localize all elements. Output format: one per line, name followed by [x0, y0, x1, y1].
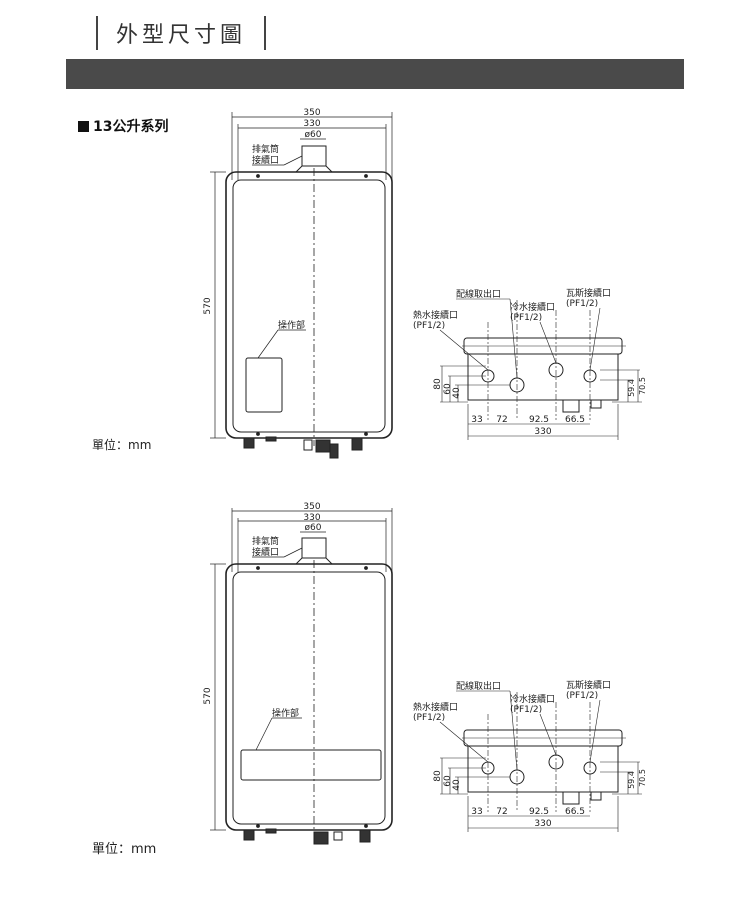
square-bullet-icon	[78, 120, 89, 132]
bottom-view-top: 配線取出口 瓦斯接續口 (PF1/2) 冷水接續口 (PF1/2) 熱水接續口 …	[413, 287, 647, 440]
hot-label-line1-2: 熱水接續口	[413, 701, 458, 713]
hot-label-line2-2: (PF1/2)	[413, 713, 445, 723]
dim-60-2: 60	[443, 775, 453, 787]
dim-92-5-2: 92.5	[529, 807, 549, 817]
dim-66-5-2: 66.5	[565, 807, 585, 817]
front-view-top: 350 330 ø60 排氣筒 接續口 570 操作部	[203, 108, 393, 459]
gas-label-line2-2: (PF1/2)	[566, 691, 598, 701]
cold-label-line1: 冷水接續口	[510, 301, 555, 313]
dim-92-5: 92.5	[529, 415, 549, 425]
title-divider-left	[96, 16, 98, 50]
dim-33: 33	[471, 415, 482, 425]
dim-330-2: 330	[534, 819, 551, 829]
hot-label-line1: 熱水接續口	[413, 309, 458, 321]
gas-label-line1-2: 瓦斯接續口	[566, 679, 611, 691]
dim-80-2: 80	[433, 770, 443, 782]
control-panel-2	[240, 749, 382, 781]
wiring-label: 配線取出口	[456, 288, 501, 300]
unit-label-bottom: 單位：mm	[92, 842, 157, 857]
cold-label-line2: (PF1/2)	[510, 313, 542, 323]
title-divider-right	[264, 16, 267, 50]
control-label-2: 操作部	[272, 707, 299, 719]
dim-height: 570	[203, 297, 213, 314]
dim-40-2: 40	[452, 779, 462, 791]
dim-70-5-2: 70.5	[638, 769, 647, 787]
cold-label-line1-2: 冷水接續口	[510, 693, 555, 705]
control-label: 操作部	[278, 319, 305, 331]
dim-40: 40	[452, 387, 462, 399]
flue-label-line2-2: 接續口	[252, 546, 279, 558]
dim-width-inner-2: 330	[303, 513, 320, 523]
header-banner	[66, 59, 684, 89]
dim-flue-diameter-2: ø60	[305, 523, 322, 533]
dim-height-2: 570	[203, 687, 213, 704]
dim-33-2: 33	[471, 807, 482, 817]
dim-59-4-2: 59.4	[627, 771, 636, 789]
page-title: 外型尺寸圖	[116, 23, 247, 48]
dim-72-2: 72	[496, 807, 507, 817]
dim-width-outer-2: 350	[303, 502, 320, 512]
bottom-view-bottom: 配線取出口 瓦斯接續口 (PF1/2) 冷水接續口 (PF1/2) 熱水接續口 …	[413, 679, 647, 832]
title-block: 外型尺寸圖	[96, 14, 267, 52]
unit-label-top: 單位：mm	[92, 438, 152, 452]
dim-flue-diameter: ø60	[305, 130, 322, 140]
flue-label-line1: 排氣筒	[252, 143, 279, 155]
dim-330: 330	[534, 427, 551, 437]
series-heading: 13公升系列	[78, 116, 168, 136]
dim-80: 80	[433, 378, 443, 390]
dim-width-outer: 350	[303, 108, 320, 118]
series-label: 13公升系列	[93, 119, 169, 135]
hot-label-line2: (PF1/2)	[413, 321, 445, 331]
gas-label-line2: (PF1/2)	[566, 299, 598, 309]
dim-70-5: 70.5	[638, 377, 647, 395]
dim-66-5: 66.5	[565, 415, 585, 425]
dim-72: 72	[496, 415, 507, 425]
control-panel	[245, 357, 283, 413]
dim-width-inner: 330	[303, 119, 320, 129]
cold-label-line2-2: (PF1/2)	[510, 705, 542, 715]
dim-60: 60	[443, 383, 453, 395]
gas-label-line1: 瓦斯接續口	[566, 287, 611, 299]
dim-59-4: 59.4	[627, 379, 636, 397]
front-view-bottom: 350 330 ø60 排氣筒 接續口 570 操作部	[203, 502, 393, 845]
flue-label-line1-2: 排氣筒	[252, 535, 279, 547]
wiring-label-2: 配線取出口	[456, 680, 501, 692]
flue-label-line2: 接續口	[252, 154, 279, 166]
